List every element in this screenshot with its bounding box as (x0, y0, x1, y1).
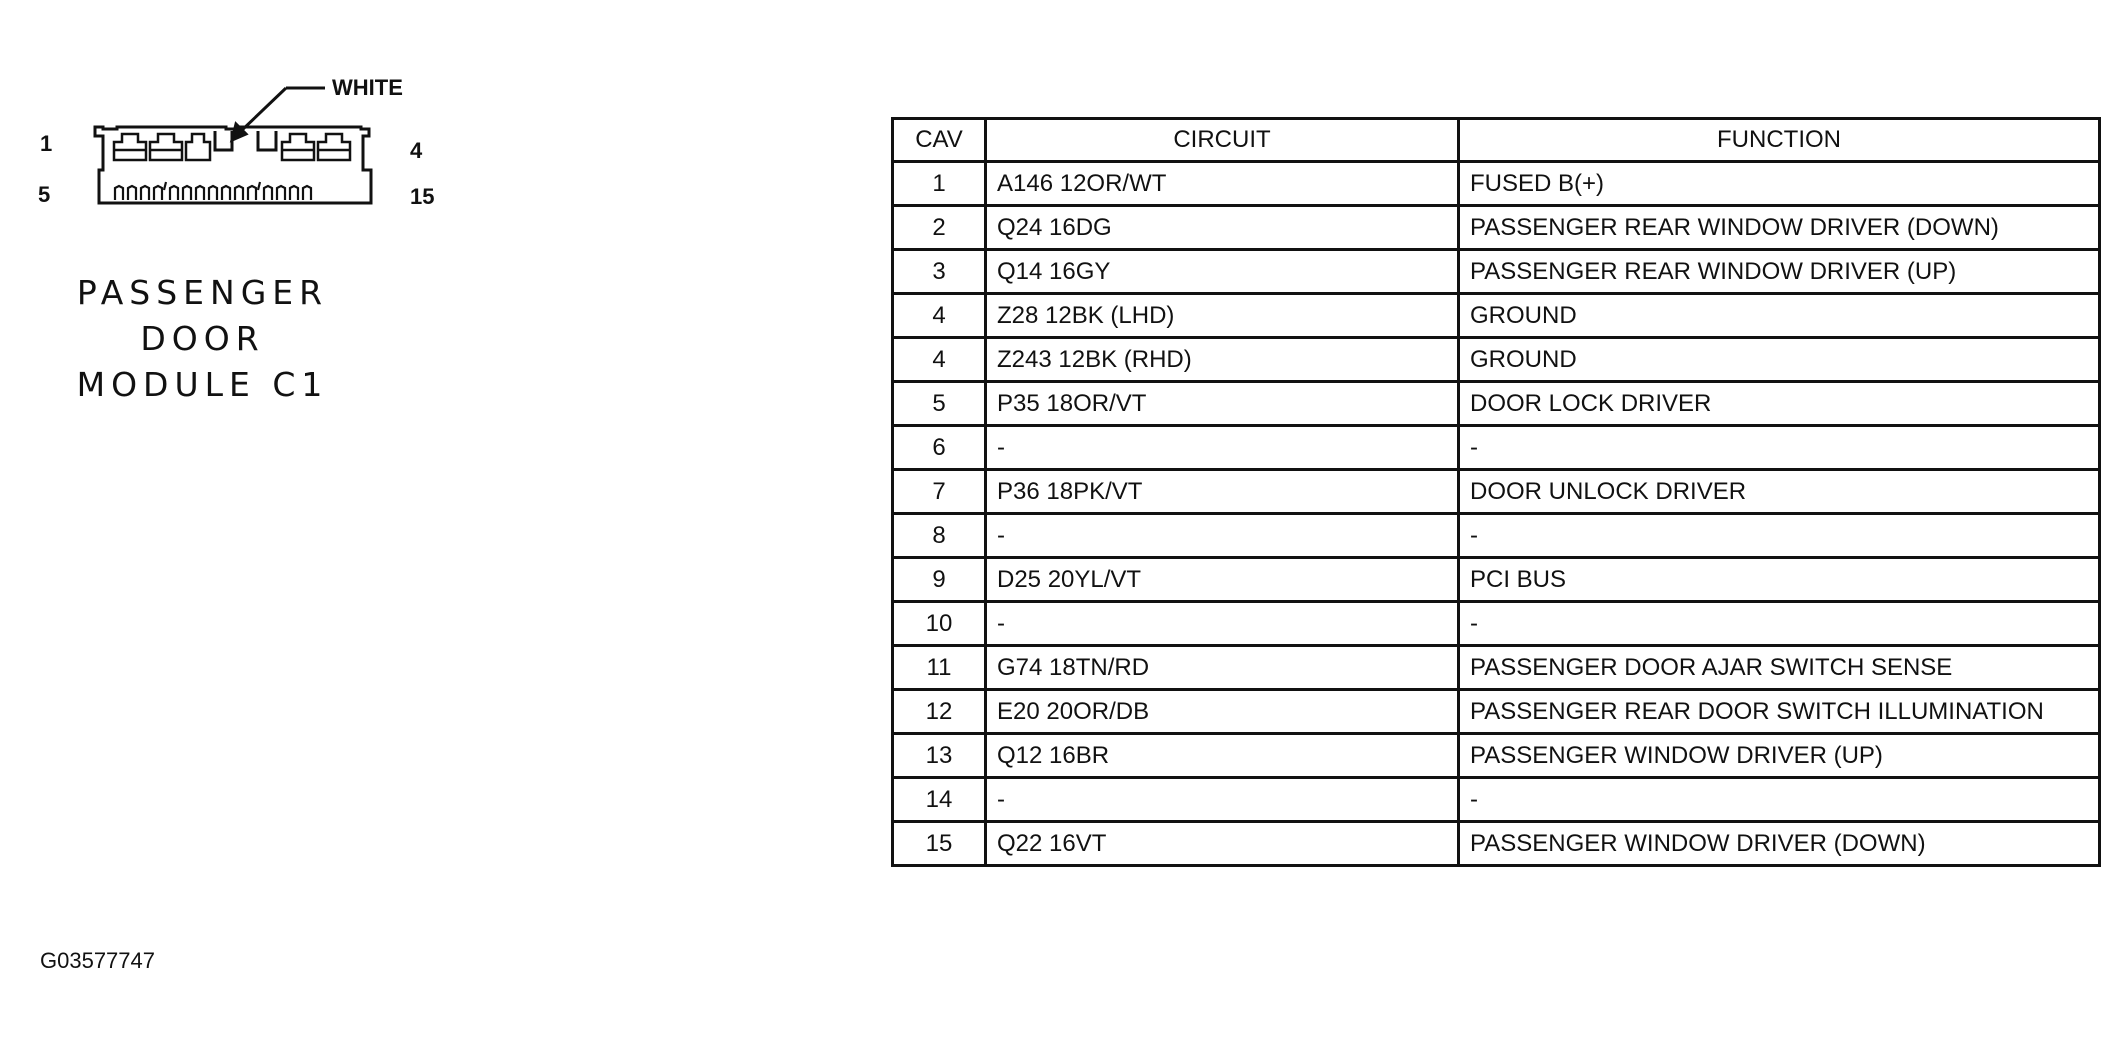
lower-cavities (113, 181, 313, 200)
cell-function: PASSENGER WINDOW DRIVER (UP) (1457, 732, 2101, 779)
cell-cav: 5 (891, 380, 987, 427)
pin-label-top-right: 4 (410, 138, 423, 163)
pin-label-bottom-right: 15 (410, 184, 435, 209)
cell-circuit: P36 18PK/VT (984, 468, 1460, 515)
cell-function: DOOR UNLOCK DRIVER (1457, 468, 2101, 515)
cell-cav: 2 (891, 204, 987, 251)
cell-function: FUSED B(+) (1457, 160, 2101, 207)
cell-function: - (1457, 512, 2101, 559)
cell-function: PASSENGER WINDOW DRIVER (DOWN) (1457, 820, 2101, 867)
table-row: 14 - - (891, 776, 2101, 823)
table-row: 6 - - (891, 424, 2101, 471)
cell-function: PASSENGER REAR WINDOW DRIVER (UP) (1457, 248, 2101, 295)
pin-label-top-left: 1 (40, 131, 53, 156)
cell-circuit: - (984, 512, 1460, 559)
cell-circuit: Z28 12BK (LHD) (984, 292, 1460, 339)
table-row: 2 Q24 16DG PASSENGER REAR WINDOW DRIVER … (891, 204, 2101, 251)
table-row: 8 - - (891, 512, 2101, 559)
header-function: FUNCTION (1457, 117, 2101, 163)
white-callout-arrow (229, 86, 325, 143)
cell-circuit: G74 18TN/RD (984, 644, 1460, 691)
connector-caption: PASSENGER DOOR MODULE C1 (70, 270, 335, 408)
cell-circuit: Q12 16BR (984, 732, 1460, 779)
cell-cav: 7 (891, 468, 987, 515)
figure-id: G03577747 (40, 948, 155, 973)
cell-function: PASSENGER REAR DOOR SWITCH ILLUMINATION (1457, 688, 2101, 735)
table-row: 5 P35 18OR/VT DOOR LOCK DRIVER (891, 380, 2101, 427)
table-header-row: CAV CIRCUIT FUNCTION (891, 117, 2101, 163)
header-cav: CAV (891, 117, 987, 163)
cell-cav: 4 (891, 292, 987, 339)
caption-line-2: DOOR (140, 319, 265, 358)
cell-cav: 13 (891, 732, 987, 779)
cell-cav: 11 (891, 644, 987, 691)
cell-cav: 9 (891, 556, 987, 603)
cell-circuit: - (984, 776, 1460, 823)
cell-function: - (1457, 424, 2101, 471)
table-row: 1 A146 12OR/WT FUSED B(+) (891, 160, 2101, 207)
cell-circuit: Q24 16DG (984, 204, 1460, 251)
cell-function: PASSENGER REAR WINDOW DRIVER (DOWN) (1457, 204, 2101, 251)
cell-function: PCI BUS (1457, 556, 2101, 603)
cell-cav: 4 (891, 336, 987, 383)
cell-circuit: D25 20YL/VT (984, 556, 1460, 603)
cell-function: - (1457, 600, 2101, 647)
table-row: 7 P36 18PK/VT DOOR UNLOCK DRIVER (891, 468, 2101, 515)
caption-line-3: MODULE C1 (76, 365, 329, 404)
connector-keyway (213, 131, 234, 152)
cell-cav: 8 (891, 512, 987, 559)
cell-function: DOOR LOCK DRIVER (1457, 380, 2101, 427)
cell-circuit: Z243 12BK (RHD) (984, 336, 1460, 383)
pin-label-bottom-left: 5 (38, 182, 51, 207)
cell-circuit: Q22 16VT (984, 820, 1460, 867)
cell-function: GROUND (1457, 292, 2101, 339)
connector-outline (93, 125, 373, 205)
table-row: 12 E20 20OR/DB PASSENGER REAR DOOR SWITC… (891, 688, 2101, 735)
cell-cav: 15 (891, 820, 987, 867)
table-row: 11 G74 18TN/RD PASSENGER DOOR AJAR SWITC… (891, 644, 2101, 691)
connector-figure: WHITE 1 4 5 15 PASSENGER DOOR MODULE C1 (0, 0, 500, 420)
pinout-table: CAV CIRCUIT FUNCTION 1 A146 12OR/WT FUSE… (891, 117, 2101, 867)
cell-function: - (1457, 776, 2101, 823)
table-row: 9 D25 20YL/VT PCI BUS (891, 556, 2101, 603)
header-circuit: CIRCUIT (984, 117, 1460, 163)
cell-cav: 3 (891, 248, 987, 295)
cell-function: PASSENGER DOOR AJAR SWITCH SENSE (1457, 644, 2101, 691)
cell-circuit: Q14 16GY (984, 248, 1460, 295)
table-row: 4 Z28 12BK (LHD) GROUND (891, 292, 2101, 339)
cell-function: GROUND (1457, 336, 2101, 383)
connector-diagram (93, 86, 373, 205)
caption-line-1: PASSENGER (76, 273, 329, 312)
upper-cavities (112, 132, 352, 162)
cell-cav: 12 (891, 688, 987, 735)
cell-circuit: - (984, 424, 1460, 471)
table-row: 13 Q12 16BR PASSENGER WINDOW DRIVER (UP) (891, 732, 2101, 779)
table-row: 4 Z243 12BK (RHD) GROUND (891, 336, 2101, 383)
cell-circuit: - (984, 600, 1460, 647)
connector-keyway-right (256, 131, 278, 152)
connector-color-label: WHITE (332, 75, 403, 100)
cell-cav: 14 (891, 776, 987, 823)
cell-circuit: E20 20OR/DB (984, 688, 1460, 735)
cell-cav: 10 (891, 600, 987, 647)
cell-cav: 1 (891, 160, 987, 207)
cell-cav: 6 (891, 424, 987, 471)
cell-circuit: A146 12OR/WT (984, 160, 1460, 207)
table-row: 10 - - (891, 600, 2101, 647)
table-row: 15 Q22 16VT PASSENGER WINDOW DRIVER (DOW… (891, 820, 2101, 867)
table-row: 3 Q14 16GY PASSENGER REAR WINDOW DRIVER … (891, 248, 2101, 295)
cell-circuit: P35 18OR/VT (984, 380, 1460, 427)
